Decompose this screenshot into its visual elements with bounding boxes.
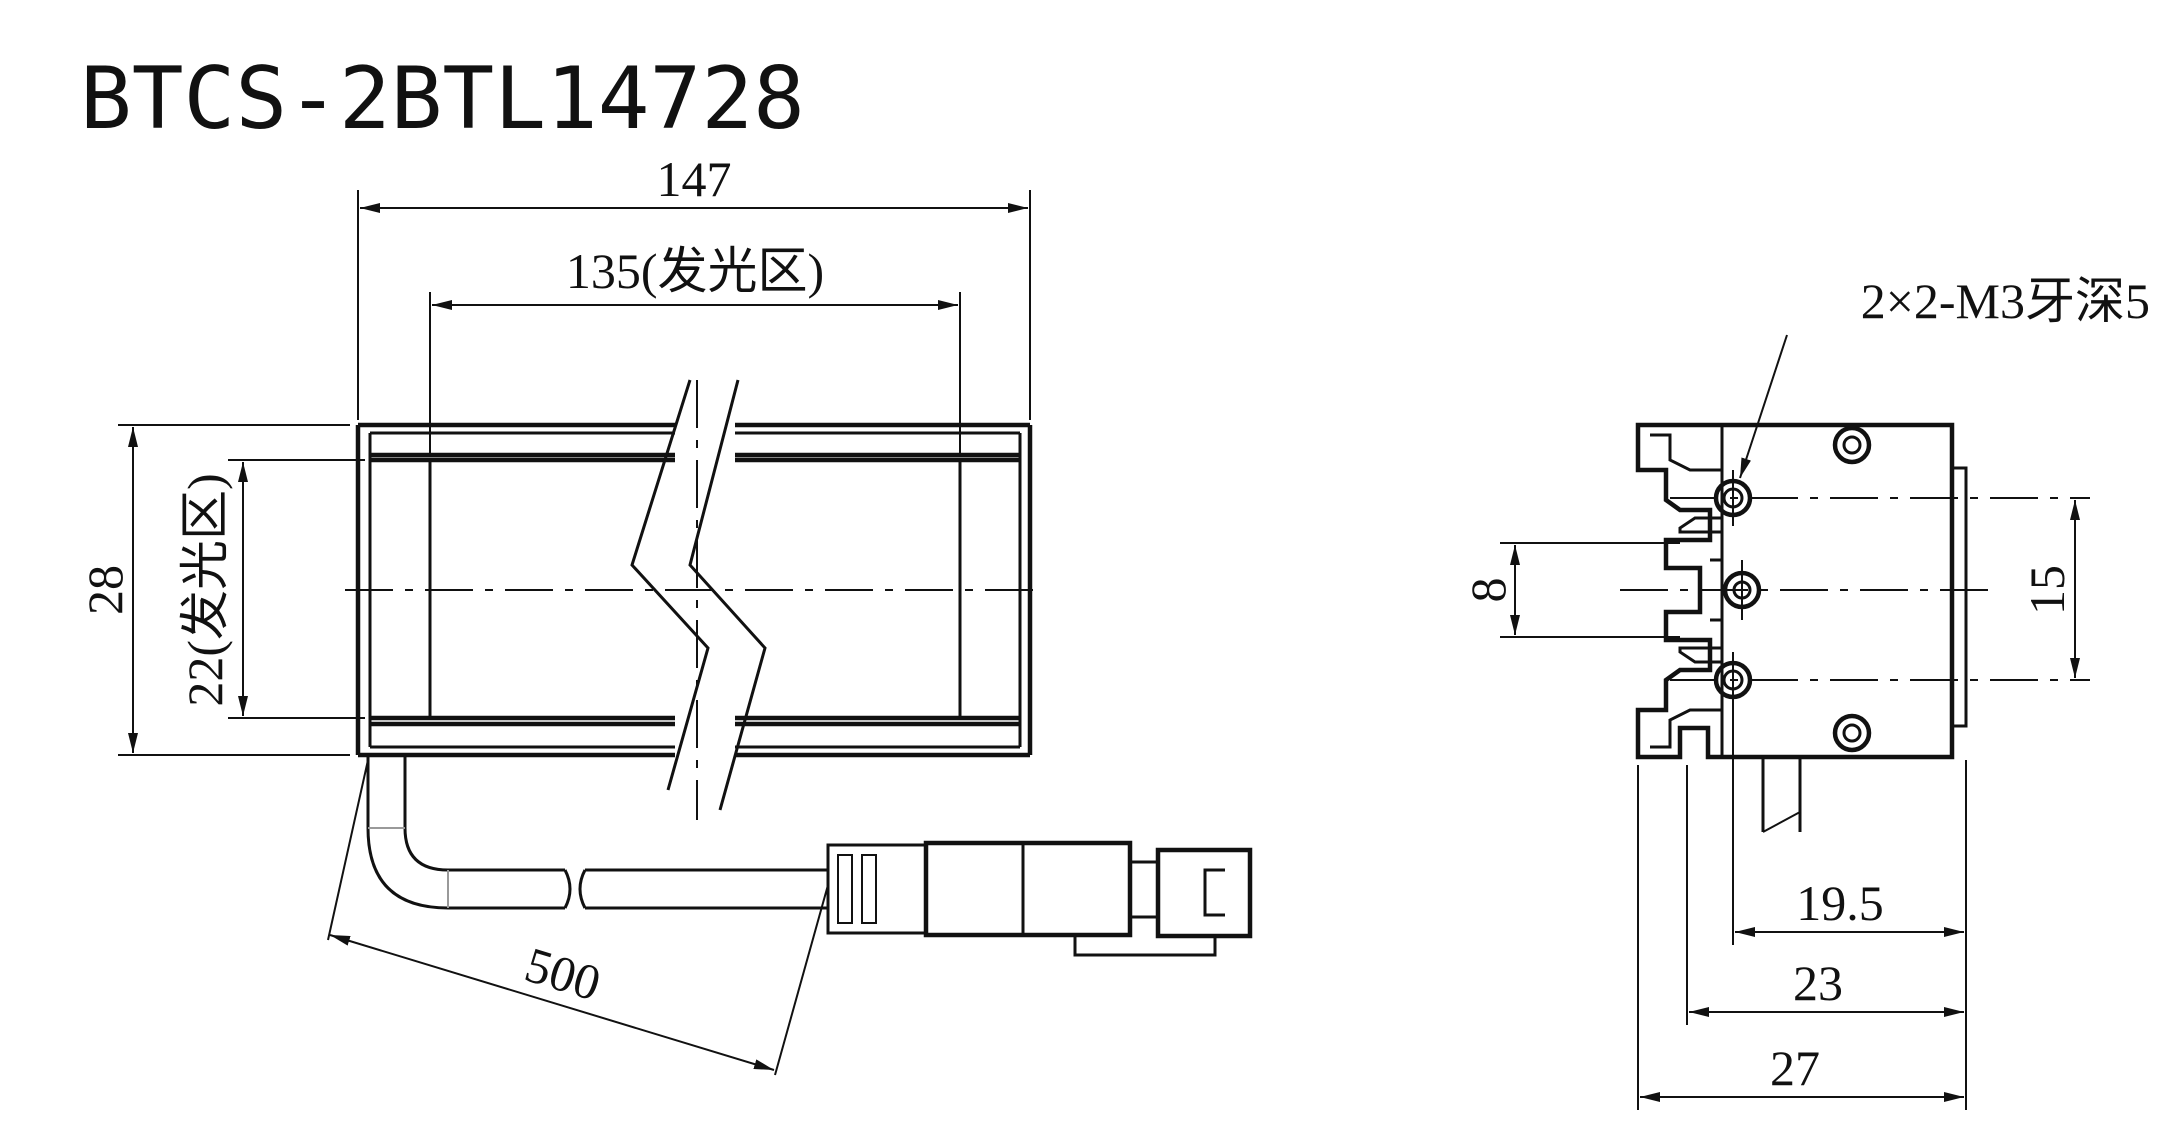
thread-note-label: 2×2-M3牙深5	[1861, 273, 2150, 329]
emitting-height-label: 22(发光区)	[177, 473, 233, 706]
emitting-length-label: 135(发光区)	[566, 243, 824, 299]
hole-pitch-small-label: 8	[1460, 578, 1516, 603]
dimension-depths: 19.5 23 27	[1637, 700, 1967, 1110]
dim-19-5-label: 19.5	[1796, 875, 1884, 931]
dimension-emitting-length: 135(发光区)	[429, 243, 961, 455]
dim-27-label: 27	[1770, 1040, 1820, 1096]
cable-length-label: 500	[519, 936, 607, 1011]
overall-length-label: 147	[657, 151, 732, 207]
cable-connector	[826, 840, 1253, 957]
model-title: BTCS-2BTL14728	[80, 49, 805, 149]
break-symbol	[630, 375, 767, 825]
hole-pitch-large-label: 15	[2019, 565, 2075, 615]
thread-note-leader: 2×2-M3牙深5	[1739, 273, 2150, 479]
dimension-emitting-height: 22(发光区)	[177, 459, 365, 719]
side-view: 2×2-M3牙深5 8 15 19.5 23 27	[1460, 273, 2150, 1110]
front-view: 147 135(发光区) 28 22(发光区)	[77, 151, 1253, 1076]
dimension-hole-pitch-large: 15	[2019, 500, 2080, 678]
dimension-cable-length: 500	[327, 759, 829, 1076]
dimension-overall-length: 147	[357, 151, 1031, 420]
dimension-hole-pitch-small: 8	[1460, 542, 1680, 638]
extrusion-profile	[1635, 422, 1968, 833]
side-centerlines	[1620, 470, 2090, 708]
overall-height-label: 28	[77, 565, 133, 615]
cable	[366, 755, 828, 910]
dimension-overall-height: 28	[77, 424, 350, 756]
dim-23-label: 23	[1793, 955, 1843, 1011]
